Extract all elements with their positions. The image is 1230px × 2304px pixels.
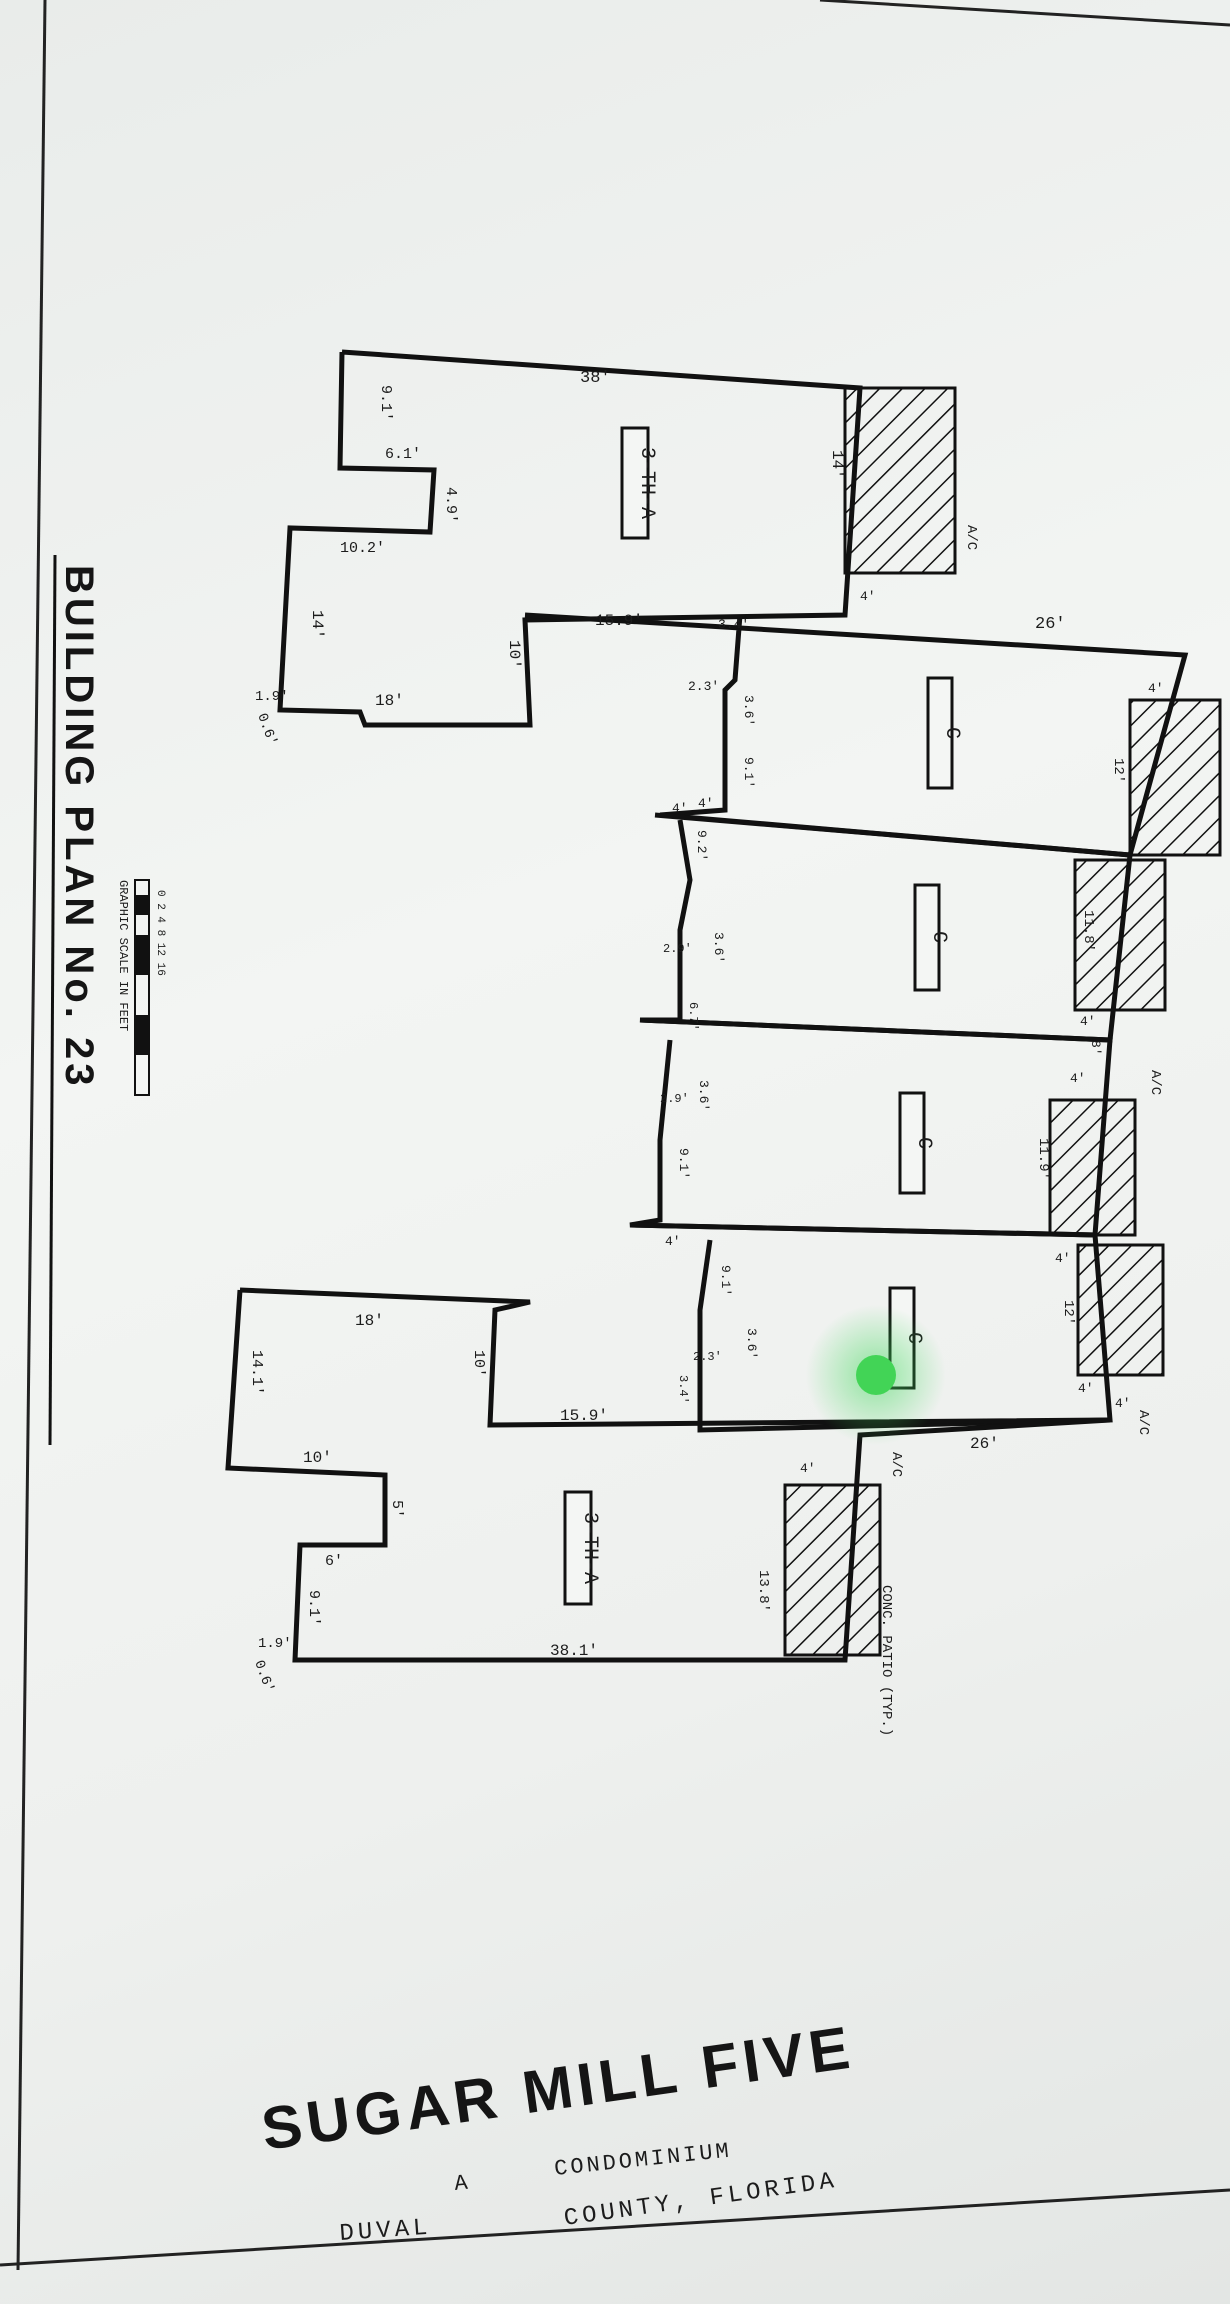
unit-top-end (277, 349, 863, 728)
patio-top-end (843, 386, 957, 575)
unit-bottom-end (225, 1287, 1111, 1663)
subtitle-condominium: CONDOMINIUM (553, 2138, 733, 2181)
dim-label: 9.2' (694, 830, 709, 861)
dim-label: 10' (505, 640, 523, 669)
dim-label: 9.1' (305, 1590, 322, 1626)
dim-label: 0.6' (253, 711, 280, 748)
sheet-border-left (16, 0, 47, 2271)
patio-unit-2 (1073, 858, 1167, 1012)
dim-label: 4' (860, 589, 876, 604)
dim-label: 3.4' (676, 1375, 690, 1404)
unit-label-c2: C (927, 931, 950, 943)
sheet-border-top (819, 0, 1230, 27)
title-block: SUGAR MILL FIVE A CONDOMINIUM DUVAL COUN… (257, 2013, 858, 2248)
dim-label: 6.1' (385, 446, 421, 463)
dim-label: 3.4' (718, 617, 749, 632)
dim-label: 10' (470, 1350, 487, 1377)
unit-label-bottom: 3-TH-A (578, 1512, 601, 1584)
dim-label: 4' (1080, 1014, 1096, 1029)
dim-label: 12' (1110, 758, 1126, 783)
dim-label: 4' (698, 796, 714, 811)
graphic-scale: 0 2 4 8 12 16 GRAPHIC SCALE IN FEET (116, 879, 166, 1096)
dim-label: 9.1' (718, 1265, 733, 1296)
dim-label: 6' (325, 1553, 343, 1570)
dim-label: 1.9' (258, 1636, 292, 1652)
dim-label: 14.1' (248, 1350, 265, 1395)
dim-label: 11.8' (1080, 910, 1096, 952)
patio-unit-4 (1076, 1243, 1165, 1377)
dim-label: 4' (1070, 1071, 1086, 1086)
sheet-title: BUILDING PLAN No. 23 (57, 565, 101, 1089)
subtitle-duval: DUVAL (339, 2215, 433, 2248)
dim-label: 26' (970, 1435, 999, 1453)
dim-label: 10' (303, 1449, 332, 1467)
dim-label: 38' (580, 369, 611, 388)
note-ac: A/C (1147, 1070, 1163, 1095)
dim-label: 3.6' (741, 695, 756, 726)
scale-tick-labels: 0 2 4 8 12 16 (154, 890, 166, 976)
dim-label: 14' (828, 450, 846, 479)
unit-label-top: 3-TH-A (635, 447, 658, 519)
project-name: SUGAR MILL FIVE (257, 2013, 858, 2162)
dim-label: 9.1' (676, 1148, 691, 1179)
dim-label: 6.7' (686, 1002, 700, 1031)
dim-label: 8' (1088, 1040, 1103, 1056)
dim-label: 18' (375, 692, 404, 710)
unit-label-c1: C (940, 727, 963, 739)
dim-label: 2.9' (660, 1092, 689, 1106)
dim-label: 2.9' (663, 942, 692, 956)
scale-caption: GRAPHIC SCALE IN FEET (116, 880, 130, 1031)
dim-label: 15.9' (595, 612, 643, 630)
note-ac: A/C (963, 525, 979, 550)
dim-label: 3.6' (696, 1080, 711, 1111)
dim-label: 12' (1060, 1300, 1076, 1325)
dim-label: 4.9' (442, 487, 459, 523)
dim-label: 9.1' (741, 757, 756, 788)
note-patio: CONC. PATIO (TYP.) (878, 1585, 894, 1736)
subtitle-a: A (453, 2171, 470, 2197)
dim-label: 4' (1115, 1396, 1131, 1411)
patio-unit-3 (1048, 1098, 1137, 1237)
patio-bottom-end (783, 1483, 882, 1657)
title-underline (48, 554, 57, 1446)
dim-label: 10.2' (340, 540, 385, 557)
dim-label: 18' (355, 1312, 384, 1330)
dim-label: 5' (388, 1500, 405, 1518)
dim-label: 26' (1035, 615, 1066, 634)
unit-labels: 3-TH-A C C C C 3-TH-A (563, 426, 963, 1606)
dim-label: 0.6' (250, 1658, 277, 1695)
dim-label: 38.1' (550, 1642, 598, 1660)
sheet-border-bottom (0, 2188, 1230, 2267)
dim-label: 15.9' (560, 1407, 608, 1425)
note-ac: A/C (1135, 1410, 1151, 1435)
dim-label: 4' (800, 1461, 816, 1476)
dim-label: 13.8' (755, 1570, 771, 1612)
plan-notes: A/C A/C A/C A/C CONC. PATIO (TYP.) (878, 525, 1163, 1736)
dim-label: 2.3' (688, 679, 719, 694)
dim-label: 4' (1055, 1251, 1071, 1266)
dim-label: 1.9' (255, 689, 289, 705)
unit-label-c3: C (912, 1137, 935, 1149)
dim-label: 2.3' (693, 1350, 722, 1364)
dim-label: 9.1' (377, 385, 394, 421)
highlight-dot (856, 1355, 896, 1395)
patio-unit-1 (1128, 698, 1222, 857)
dim-label: 4' (672, 801, 688, 816)
dim-label: 3.6' (744, 1328, 759, 1359)
dim-label: 11.9' (1035, 1138, 1051, 1180)
dim-label: 4' (1078, 1381, 1094, 1396)
dim-label: 4' (1148, 681, 1164, 696)
dim-label: 14' (308, 610, 326, 639)
note-ac: A/C (888, 1452, 904, 1477)
dim-label: 4' (665, 1234, 681, 1249)
dim-label: 3.6' (711, 932, 726, 963)
